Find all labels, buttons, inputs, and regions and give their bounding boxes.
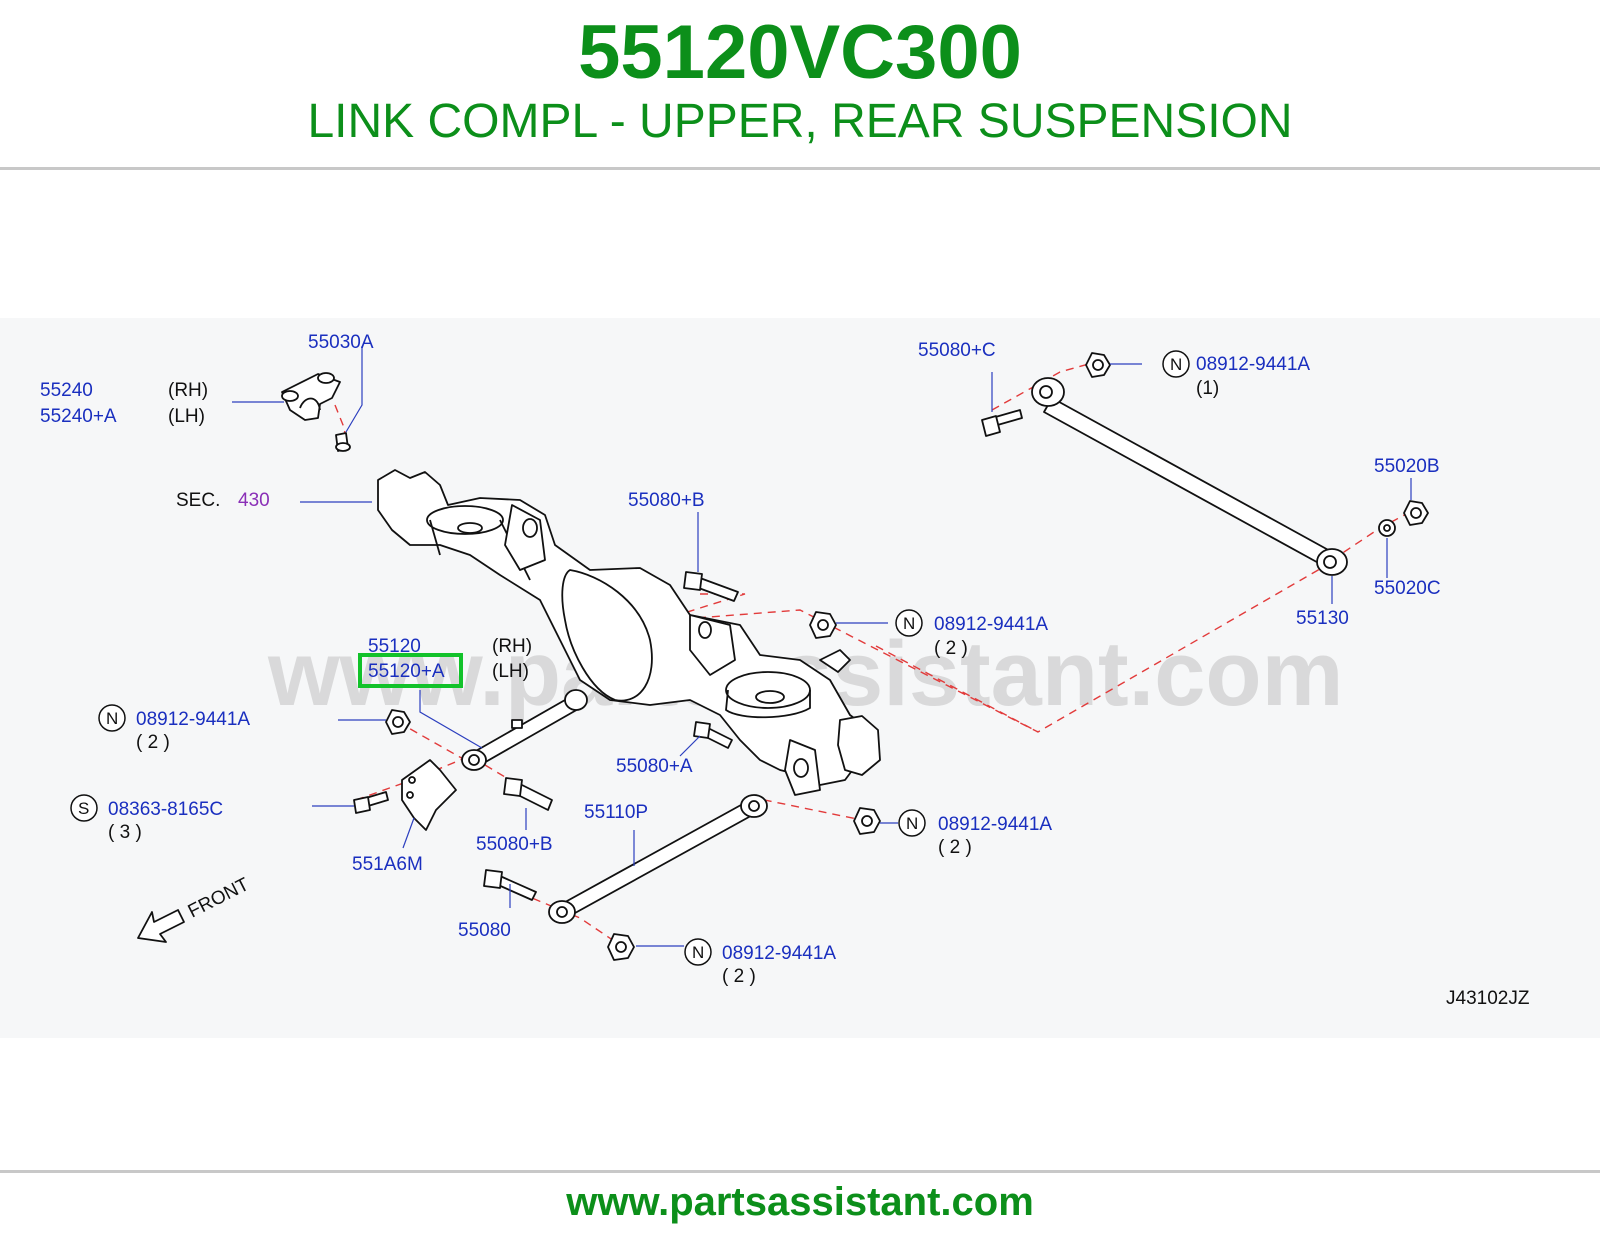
label-55120a-highlighted[interactable]: 55120+A [368, 661, 445, 682]
qty-mid: ( 2 ) [934, 638, 968, 659]
upper-link-55120 [461, 689, 588, 771]
label-rh-55120: (RH) [492, 636, 532, 657]
label-55080c[interactable]: 55080+C [918, 340, 996, 361]
part-number-title: 55120VC300 [578, 10, 1022, 95]
washer-55020c [1378, 519, 1396, 537]
upper-link-55130 [1031, 377, 1348, 576]
label-55110p[interactable]: 55110P [584, 802, 648, 823]
qty-s: ( 3 ) [108, 822, 142, 843]
bolt-55080a [693, 721, 733, 749]
nut-left [385, 709, 411, 735]
lower-link-55110p [548, 794, 768, 924]
top-divider [0, 167, 1600, 170]
label-55240a[interactable]: 55240+A [40, 406, 117, 427]
label-55030a[interactable]: 55030A [308, 332, 374, 353]
label-08912-right[interactable]: 08912-9441A [938, 814, 1052, 835]
part-description: LINK COMPL - UPPER, REAR SUSPENSION [307, 95, 1293, 148]
label-55020b[interactable]: 55020B [1374, 456, 1440, 477]
highlight-box [358, 653, 463, 688]
n-marker-right [898, 809, 926, 837]
front-label: FRONT [185, 874, 253, 923]
bolt-55080c [981, 409, 1023, 437]
label-55020c[interactable]: 55020C [1374, 578, 1441, 599]
nut-bottom [607, 933, 635, 961]
nut-55020b [1403, 500, 1429, 526]
label-08912-top[interactable]: 08912-9441A [1196, 354, 1310, 375]
label-lh-55240: (LH) [168, 406, 205, 427]
label-55240[interactable]: 55240 [40, 380, 93, 401]
page-header: 55120VC300 LINK COMPL - UPPER, REAR SUSP… [0, 0, 1600, 170]
parts-diagram-panel: www.partsassistant.com [0, 318, 1600, 1038]
n-letter-top: N [1170, 355, 1182, 374]
nut-top-right [1085, 352, 1111, 378]
alignment-dashed-lines [334, 362, 1411, 946]
diagram-ref-code: J43102JZ [1446, 988, 1530, 1009]
parts-diagram: www.partsassistant.com [40, 332, 1530, 1009]
n-marker-left [98, 704, 126, 732]
label-55080a[interactable]: 55080+A [616, 756, 693, 777]
s-letter: S [78, 799, 89, 818]
label-sec: SEC. [176, 490, 220, 511]
label-lh-55120: (LH) [492, 661, 529, 682]
n-letter-mid: N [903, 614, 915, 633]
qty-top: (1) [1196, 378, 1219, 399]
s-marker [70, 794, 98, 822]
front-arrow-icon [137, 909, 185, 943]
label-55080b-top[interactable]: 55080+B [628, 490, 705, 511]
bolt-55080b-bottom [503, 777, 553, 811]
qty-right: ( 2 ) [938, 837, 972, 858]
bracket-55240 [281, 372, 341, 421]
label-551a6m[interactable]: 551A6M [352, 854, 423, 875]
leader-lines [232, 346, 1412, 947]
n-letter-bottom: N [692, 943, 704, 962]
bolt-55030a [335, 432, 351, 452]
diff-mount-member [377, 469, 881, 796]
bolt-08363 [353, 791, 389, 814]
label-08912-bottom[interactable]: 08912-9441A [722, 943, 836, 964]
label-55120[interactable]: 55120 [368, 636, 421, 657]
label-55080[interactable]: 55080 [458, 920, 511, 941]
qty-left: ( 2 ) [136, 732, 170, 753]
bottom-divider [0, 1170, 1600, 1173]
label-08363[interactable]: 08363-8165C [108, 799, 223, 820]
label-55080b-bottom[interactable]: 55080+B [476, 834, 553, 855]
n-marker-mid [895, 609, 923, 637]
label-55130[interactable]: 55130 [1296, 608, 1349, 629]
bolt-55080 [483, 869, 537, 901]
label-rh-55240: (RH) [168, 380, 208, 401]
n-letter-left: N [106, 709, 118, 728]
bolt-55080b-top [683, 571, 739, 602]
label-sec-430[interactable]: 430 [238, 490, 270, 511]
label-08912-left[interactable]: 08912-9441A [136, 709, 250, 730]
nut-mid [809, 611, 837, 639]
bracket-551a6m [401, 759, 457, 831]
nut-right-lower [853, 807, 881, 835]
label-08912-mid[interactable]: 08912-9441A [934, 614, 1048, 635]
n-marker-top [1162, 350, 1190, 378]
qty-bottom: ( 2 ) [722, 966, 756, 987]
n-marker-bottom [684, 938, 712, 966]
footer-url-link[interactable]: www.partsassistant.com [566, 1180, 1034, 1224]
n-letter-right: N [906, 814, 918, 833]
